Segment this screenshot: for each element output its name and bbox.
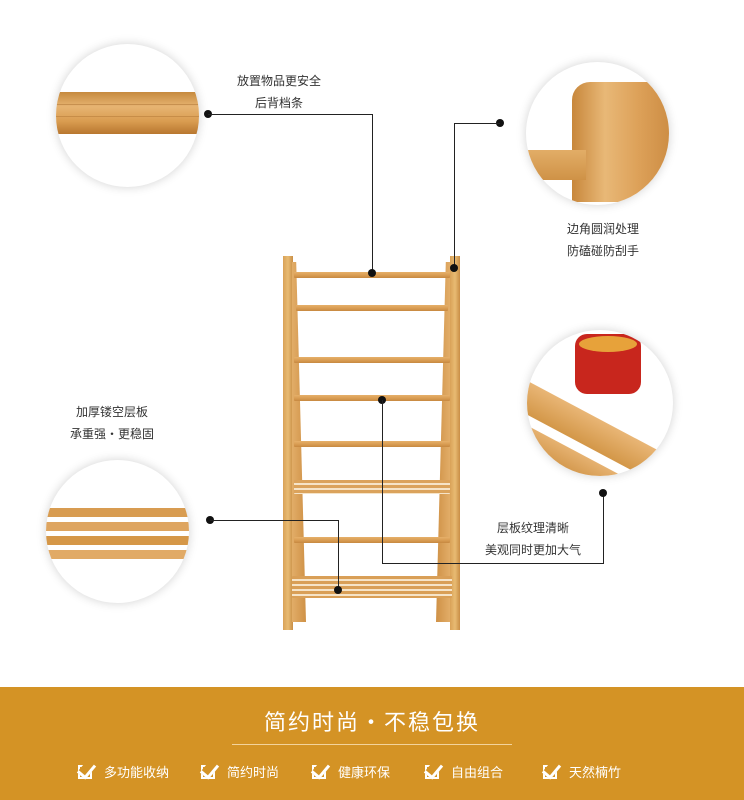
callout-dot [450,264,458,272]
checkbox-checked-icon [199,759,221,781]
detail-rounded-corner-photo [526,62,669,205]
feature-item: 健康环保 [310,759,391,783]
callout-line [454,123,455,267]
callout-dot [368,269,376,277]
callout-rounded-corner-label: 边角圆润处理 防磕碰防刮手 [548,218,658,262]
callout-dot [334,586,342,594]
callout-shelf-texture-line2: 美观同时更加大气 [484,543,581,557]
callout-hollow-shelf-label: 加厚镂空层板 承重强・更稳固 [52,401,172,445]
callout-dot [496,119,504,127]
feature-item: 简约时尚 [199,759,280,783]
feature-item: 天然楠竹 [541,759,622,783]
feature-item: 多功能收纳 [76,759,170,783]
detail-back-rail-photo [56,44,199,187]
checkbox-checked-icon [310,759,332,781]
callout-hollow-shelf-line2: 承重强・更稳固 [69,427,154,441]
callout-back-rail-label: 放置物品更安全 后背档条 [216,70,342,114]
feature-label: 自由组合 [451,765,504,781]
feature-item: 自由组合 [423,759,504,783]
detail-shelf-texture-photo [527,330,673,476]
callout-back-rail-line2: 后背档条 [254,96,303,110]
callout-rounded-corner-line2: 防磕碰防刮手 [566,244,639,258]
callout-line [382,400,383,563]
callout-dot [599,489,607,497]
callout-line [454,123,500,124]
callout-shelf-texture-line1: 层板纹理清晰 [496,521,569,535]
feature-label: 天然楠竹 [569,765,622,781]
feature-label: 简约时尚 [227,765,280,781]
callout-hollow-shelf-line1: 加厚镂空层板 [75,405,148,419]
checkbox-checked-icon [76,759,98,781]
callout-line [338,520,339,590]
callout-rounded-corner-line1: 边角圆润处理 [566,222,639,236]
checkbox-checked-icon [423,759,445,781]
callout-line [603,494,604,564]
callout-shelf-texture-label: 层板纹理清晰 美观同时更加大气 [470,517,596,561]
detail-hollow-shelf-photo [46,460,189,603]
callout-line [210,520,338,521]
callout-line [382,563,604,564]
callout-line [372,114,373,272]
callout-line [208,114,373,115]
checkbox-checked-icon [541,759,563,781]
feature-label: 健康环保 [338,765,391,781]
banner-title: 简约时尚・不稳包换 [263,711,480,736]
callout-back-rail-line1: 放置物品更安全 [236,74,321,88]
banner-divider [232,744,512,745]
feature-banner: 简约时尚・不稳包换 多功能收纳 简约时尚 健康环保 自由组合 天然楠竹 [0,687,744,800]
feature-label: 多功能收纳 [104,765,170,781]
